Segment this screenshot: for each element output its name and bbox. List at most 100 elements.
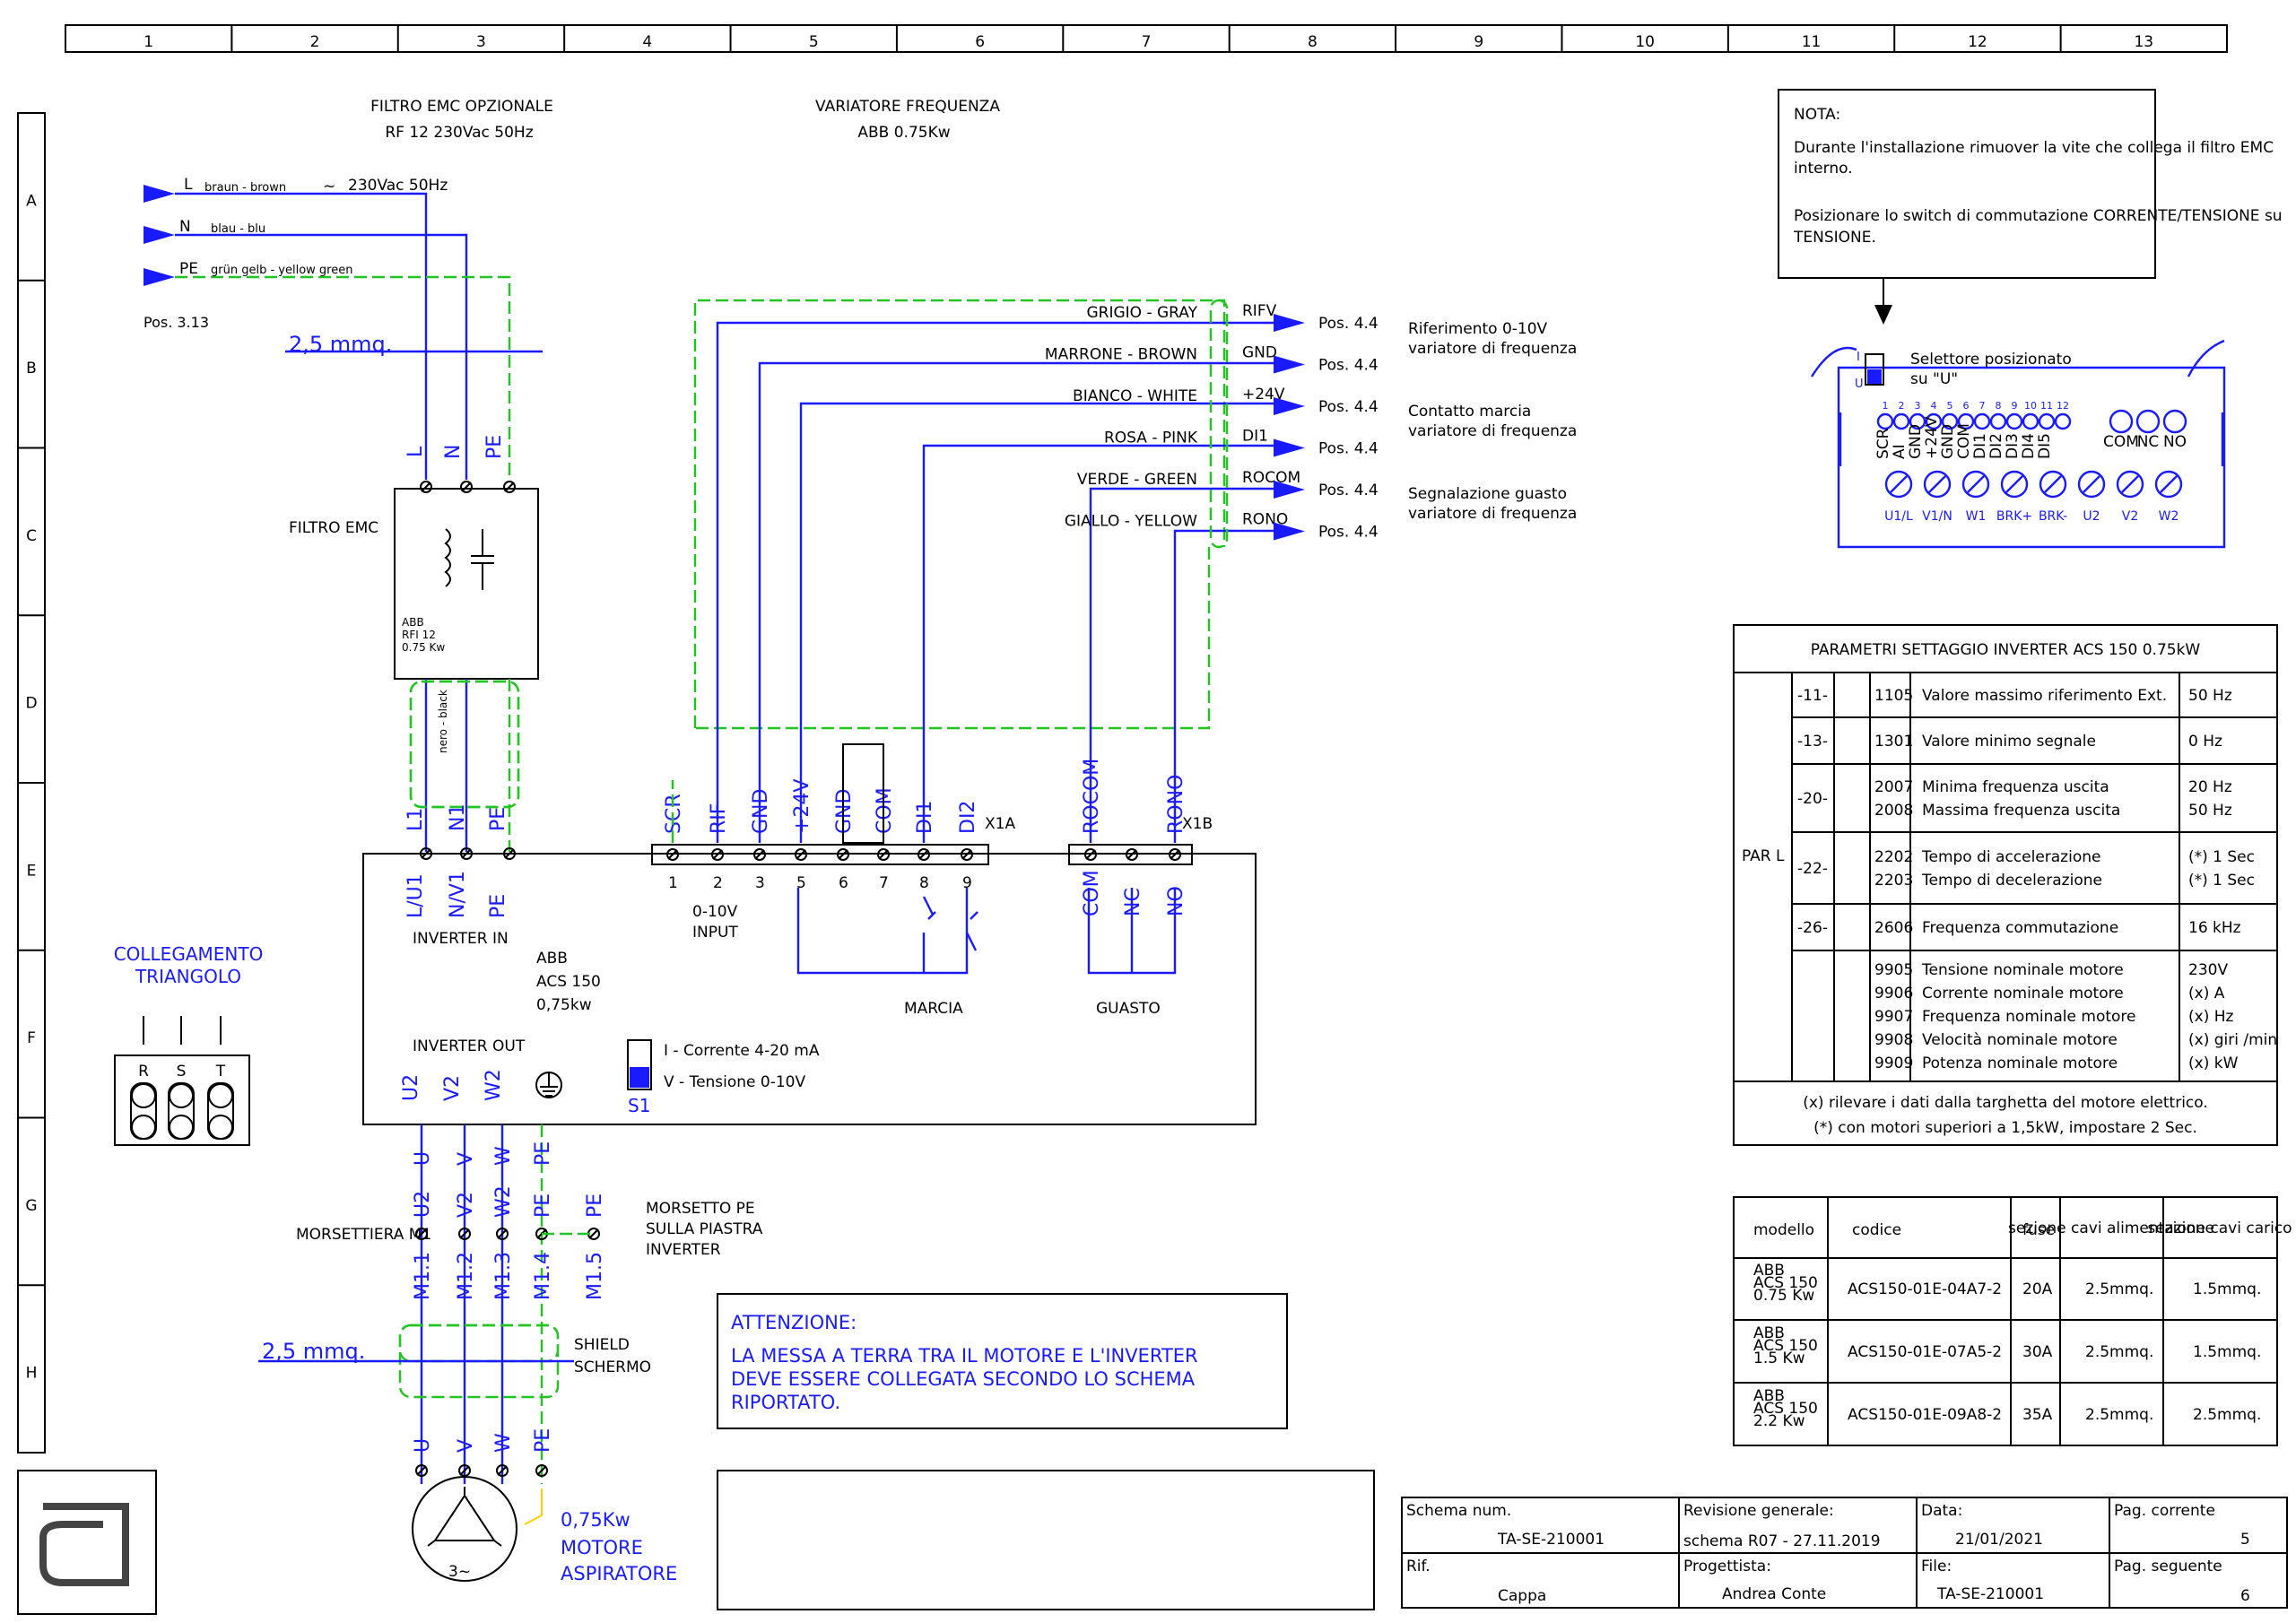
model-header: codice — [1852, 1221, 1901, 1239]
svg-text:FILTRO EMC OPZIONALE: FILTRO EMC OPZIONALE — [370, 98, 553, 116]
svg-text:LA MESSA A TERRA TRA IL MOTORE: LA MESSA A TERRA TRA IL MOTORE E L'INVER… — [731, 1345, 1198, 1367]
param-desc: Corrente nominale motore — [1922, 985, 2124, 1002]
signal-note: variatore di frequenza — [1408, 505, 1577, 523]
td-top-label: DI5 — [2036, 433, 2054, 459]
terminal-screw — [918, 848, 930, 861]
x1a-terminal-number: 7 — [879, 874, 889, 892]
x1a-terminal-number: 8 — [919, 874, 929, 892]
terminal-screw — [877, 848, 890, 861]
terminal-screw — [795, 848, 807, 861]
motor-terminal-end: U — [412, 1438, 434, 1453]
td-top-label: DI2 — [1987, 433, 2005, 459]
terminal-screw — [535, 1464, 548, 1477]
param-desc: Massima frequenza uscita — [1922, 802, 2120, 820]
column-label: 6 — [975, 33, 985, 51]
svg-text:PE: PE — [487, 807, 509, 831]
column-label: 5 — [809, 33, 819, 51]
td-bottom-label: U2 — [2083, 509, 2100, 524]
param-desc: Tempo di decelerazione — [1921, 872, 2102, 890]
motor-terminal-top: U — [412, 1151, 434, 1166]
td-num: 9 — [2012, 400, 2018, 412]
param-value: (*) 1 Sec — [2188, 872, 2255, 890]
terminal-screw — [837, 848, 849, 861]
param-code: 1105 — [1874, 687, 1913, 705]
column-label: 3 — [476, 33, 486, 51]
model-header: sezione cavi alimentazione — [2008, 1219, 2214, 1237]
svg-text:RF 12 230Vac 50Hz: RF 12 230Vac 50Hz — [385, 124, 533, 142]
motor-terminal-bot: M1.1 — [412, 1252, 434, 1300]
parameters-table: PARAMETRI SETTAGGIO INVERTER ACS 150 0.7… — [1733, 624, 2278, 1146]
inverter-body: L1 N1 PE L/U1 N/V1 PE INVERTER IN ABB AC… — [362, 804, 1257, 1125]
signal-note: variatore di frequenza — [1408, 422, 1577, 440]
model-code: ACS150-01E-04A7-2 — [1848, 1280, 2002, 1298]
terminal-screw — [496, 1228, 509, 1240]
svg-text:0-10V: 0-10V — [692, 903, 738, 921]
signal-pos: Pos. 4.4 — [1318, 315, 1378, 333]
motor-terminal-mid: V2 — [455, 1192, 477, 1218]
svg-text:L: L — [184, 176, 193, 194]
td-top-label: DI1 — [1971, 433, 1989, 459]
svg-text:Data:: Data: — [1921, 1502, 1962, 1520]
signal-name: DI1 — [1242, 428, 1268, 446]
motor-terminal-top: V — [455, 1152, 477, 1166]
x1a-terminal-label: DI2 — [957, 801, 979, 834]
td-num: 5 — [1947, 400, 1953, 412]
emc-filter: FILTRO EMC L N PE ABB RFI 12 0.75 Kw ner… — [289, 435, 539, 852]
param-value: 230V — [2188, 961, 2228, 979]
motor-terminal-mid: PE — [532, 1193, 554, 1218]
td-top-label: GND — [1907, 424, 1925, 459]
td-num: 12 — [2057, 400, 2069, 412]
td-num: 10 — [2024, 400, 2037, 412]
terminal-screw — [753, 848, 766, 861]
param-value: 0 Hz — [2188, 733, 2222, 751]
param-desc: Minima frequenza uscita — [1922, 778, 2109, 796]
td-bottom-label: V1/N — [1922, 509, 1952, 524]
model-name: ABB — [1753, 1324, 1785, 1342]
svg-text:21/01/2021: 21/01/2021 — [1955, 1531, 2043, 1549]
signal-wire-color: VERDE - GREEN — [1077, 471, 1197, 489]
model-name: 2.2 Kw — [1753, 1412, 1805, 1430]
svg-text:Pag. corrente: Pag. corrente — [2114, 1502, 2215, 1520]
x1a-terminal-number: 1 — [668, 874, 678, 892]
param-desc: Tempo di accelerazione — [1921, 848, 2100, 866]
svg-text:ABB: ABB — [402, 616, 424, 629]
param-menu: -22- — [1797, 860, 1828, 878]
td-num: 4 — [1931, 400, 1937, 412]
param-value: 50 Hz — [2188, 687, 2232, 705]
motor-symbol — [412, 1476, 517, 1582]
signal-wire-color: MARRONE - BROWN — [1045, 346, 1197, 364]
svg-text:V2: V2 — [441, 1075, 464, 1101]
motor-terminal-top: W — [492, 1146, 515, 1166]
column-label: 12 — [1968, 33, 1987, 51]
column-label: 2 — [310, 33, 320, 51]
model-fuse: 30A — [2022, 1343, 2053, 1361]
row-label: D — [25, 695, 37, 713]
motor-terminal-mid: U2 — [412, 1191, 434, 1218]
model-section: 2.5mmq. — [2085, 1343, 2153, 1361]
signal-wire-color: ROSA - PINK — [1104, 430, 1198, 447]
param-code: 2606 — [1874, 919, 1913, 937]
td-relay-label: NC — [2137, 433, 2160, 451]
svg-text:ATTENZIONE:: ATTENZIONE: — [731, 1312, 857, 1333]
x1b-terminal-label: NC — [1122, 888, 1144, 916]
param-value: (*) 1 Sec — [2188, 848, 2255, 866]
triangle-terminal-label: R — [138, 1063, 149, 1081]
param-desc: Frequenza commutazione — [1922, 919, 2118, 937]
svg-text:V - Tensione 0-10V: V - Tensione 0-10V — [664, 1073, 806, 1091]
param-code: 2008 — [1874, 802, 1913, 820]
column-label: 13 — [2134, 33, 2153, 51]
svg-text:INVERTER IN: INVERTER IN — [413, 930, 509, 948]
x1b-terminal-label: NO — [1165, 886, 1187, 916]
svg-text:N1: N1 — [447, 804, 469, 831]
svg-text:COLLEGAMENTO: COLLEGAMENTO — [114, 943, 264, 965]
svg-text:TENSIONE.: TENSIONE. — [1793, 229, 1876, 247]
x1a-terminal-label: GND — [750, 789, 772, 834]
td-top-label: +24V — [1923, 416, 1941, 459]
motor-terminal-end: PE — [532, 1428, 554, 1453]
svg-text:TRIANGOLO: TRIANGOLO — [135, 966, 241, 987]
svg-text:GUASTO: GUASTO — [1096, 1000, 1161, 1018]
param-value: 50 Hz — [2188, 802, 2232, 820]
svg-text:Durante l'installazione rimuov: Durante l'installazione rimuover la vite… — [1794, 139, 2274, 157]
